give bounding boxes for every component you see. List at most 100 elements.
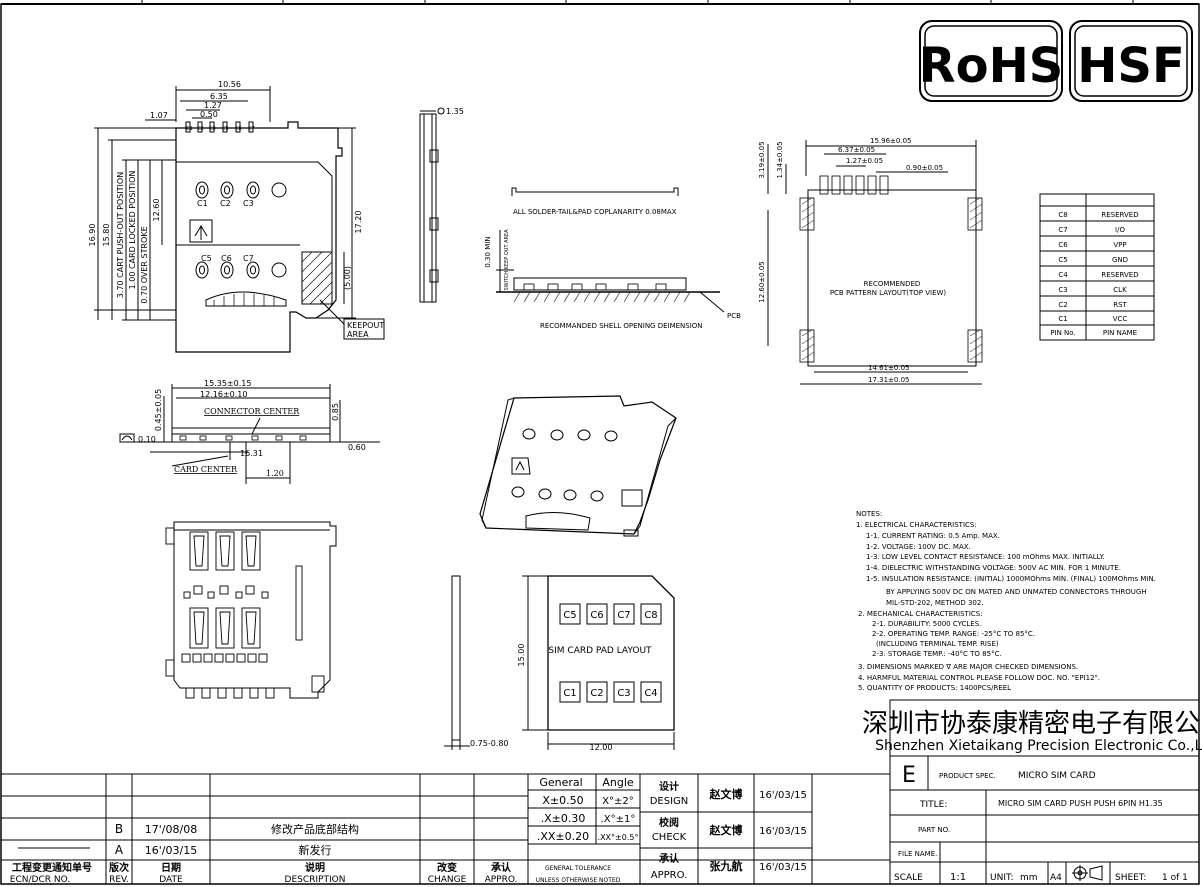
pin-row-3-no: C5 bbox=[1058, 256, 1067, 264]
sim-height-dim: 15.00 bbox=[517, 644, 526, 667]
pin-tiny-c2: C2 bbox=[197, 126, 204, 132]
scale-label: SCALE bbox=[894, 873, 923, 883]
pin-row-8-name: PIN NAME bbox=[1103, 329, 1137, 337]
note-14: 3. DIMENSIONS MARKED ∇ ARE MAJOR CHECKED… bbox=[858, 663, 1078, 671]
note-15: 4. HARMFUL MATERIAL CONTROL PLEASE FOLLO… bbox=[858, 674, 1100, 682]
hsf-logo-text: HSF bbox=[1077, 38, 1185, 94]
appr-appro-en: APPRO. bbox=[651, 870, 688, 881]
card-thickness-view bbox=[444, 575, 470, 750]
dim-10-56: 10.56 bbox=[218, 80, 241, 89]
pcb-title-1: RECOMMENDED bbox=[864, 280, 921, 288]
tol-r2-c1: .XX°±0.5° bbox=[598, 833, 639, 842]
hdr-change-cn: 改变 bbox=[437, 861, 457, 874]
pcb-dim-1-27: 1.27±0.05 bbox=[846, 157, 883, 165]
dim-6-35: 6.35 bbox=[210, 92, 228, 101]
pin-c1: C1 bbox=[197, 199, 208, 208]
title-block-text: 深圳市协泰康精密电子有限公司 Shenzhen Xietaikang Preci… bbox=[862, 709, 1202, 883]
sim-pad-c7: C7 bbox=[617, 610, 630, 621]
appr-design-name: 赵文博 bbox=[709, 787, 743, 801]
appr-design-date: 16'/03/15 bbox=[759, 790, 807, 801]
pcb-dim-1-34: 1.34±0.05 bbox=[776, 141, 784, 178]
pin-tiny-c7: C7 bbox=[248, 126, 255, 132]
note-16: 5. QUANTITY OF PRODUCTS: 1400PCS/REEL bbox=[858, 684, 1011, 692]
front-view-labels: 15.35±0.15 12.16±0.10 0.45±0.05 0.85 0.6… bbox=[138, 379, 366, 478]
product-spec: MICRO SIM CARD bbox=[1018, 771, 1096, 781]
appr-design-cn: 设计 bbox=[659, 780, 679, 793]
note-1: 1. ELECTRICAL CHARACTERISTICS: bbox=[856, 521, 977, 529]
pin-tiny-c5: C5 bbox=[222, 126, 229, 132]
pin-row-0-no: C8 bbox=[1058, 211, 1067, 219]
pin-row-2-no: C6 bbox=[1058, 241, 1068, 249]
sim-pad-c5: C5 bbox=[563, 610, 576, 621]
tol-r1-c1: .X°±1° bbox=[601, 814, 636, 825]
front-dim-0-85: 0.85 bbox=[331, 403, 340, 421]
pin-c6: C6 bbox=[221, 254, 232, 263]
rev-letter: E bbox=[902, 763, 916, 788]
hdr-date-en: DATE bbox=[159, 875, 183, 885]
keepout-label-2: AREA bbox=[347, 330, 369, 339]
tol-h1: General bbox=[539, 776, 582, 789]
note-6: 1-5. INSULATION RESISTANCE: (INITIAL) 10… bbox=[866, 575, 1156, 583]
sim-pad-title: SIM CARD PAD LAYOUT bbox=[548, 646, 652, 656]
card-center-label: CARD CENTER bbox=[174, 465, 238, 474]
hdr-change-en: CHANGE bbox=[428, 875, 467, 885]
revision-table-text: B 17'/08/08 修改产品底部结构 A 16'/03/15 新发行 工程变… bbox=[10, 822, 518, 885]
pin-table bbox=[1039, 193, 1155, 341]
sim-pad-c6: C6 bbox=[590, 610, 603, 621]
tol-h2: Angle bbox=[602, 776, 634, 789]
notes: NOTES: 1. ELECTRICAL CHARACTERISTICS: 1-… bbox=[856, 510, 1156, 692]
pin-row-8-no: PIN No. bbox=[1050, 329, 1075, 337]
appr-check-cn: 校阅 bbox=[659, 816, 679, 829]
front-dim-0-60: 0.60 bbox=[348, 443, 366, 452]
pcb-dim-6-37: 6.37±0.05 bbox=[838, 146, 875, 154]
shell-caption: RECOMMANDED SHELL OPENING DEIMENSION bbox=[540, 322, 703, 330]
sim-pad-layout bbox=[522, 575, 675, 750]
rev-a-date: 16'/03/15 bbox=[145, 844, 197, 857]
note-12: (INCLUDING TERMINAL TEMP. RISE) bbox=[876, 640, 999, 648]
pin-c2: C2 bbox=[220, 199, 231, 208]
rohs-logo-text: RoHS bbox=[919, 38, 1064, 94]
tol-r2-c0: .XX±0.20 bbox=[537, 830, 589, 843]
tolerance-table bbox=[527, 773, 813, 885]
hdr-appr-en: APPRO. bbox=[485, 875, 518, 885]
appr-design-en: DESIGN bbox=[650, 796, 689, 807]
appr-check-en: CHECK bbox=[652, 832, 687, 843]
rohs-logo: RoHS bbox=[919, 20, 1064, 102]
tol-footer-1: GENERAL TOLERANCE bbox=[545, 865, 611, 872]
rev-b-date: 17'/08/08 bbox=[145, 823, 197, 836]
hdr-ecn-en: ECN/DCR NO. bbox=[10, 875, 70, 885]
top-view-labels: 10.56 6.35 1.27 0.50 1.07 16.90 15.80 3.… bbox=[88, 80, 385, 340]
dim-0-50: 0.50 bbox=[200, 110, 218, 119]
size-value: A4 bbox=[1050, 873, 1062, 883]
pin-row-7-no: C1 bbox=[1058, 315, 1067, 323]
pin-tiny-c6: C6 bbox=[235, 126, 242, 132]
isometric-view bbox=[479, 395, 677, 537]
unit-value: mm bbox=[1020, 873, 1038, 883]
note-10: 2-1. DURABILITY: 5000 CYCLES. bbox=[872, 620, 981, 628]
note-9: 2. MECHANICAL CHARACTERISTICS: bbox=[858, 610, 983, 618]
sim-width-dim: 12.00 bbox=[590, 743, 613, 752]
pin-row-5-no: C3 bbox=[1058, 286, 1067, 294]
pin-tiny-c3: C3 bbox=[209, 126, 216, 132]
front-dim-0-10: 0.10 bbox=[138, 435, 156, 444]
front-dim-0-45: 0.45±0.05 bbox=[154, 389, 163, 431]
hdr-date-cn: 日期 bbox=[161, 861, 181, 874]
hdr-ecn-cn: 工程变更通知单号 bbox=[12, 861, 92, 874]
front-dim-1-20: 1.20 bbox=[266, 469, 284, 478]
note-8: MIL-STD-202, METHOD 302. bbox=[886, 599, 984, 607]
pin-row-7-name: VCC bbox=[1113, 315, 1128, 323]
appr-appro-name: 张九航 bbox=[710, 859, 743, 873]
pin-table-cells: C8 RESERVED C7 I/O C6 VPP C5 GND C4 RESE… bbox=[1050, 211, 1138, 337]
pcb-dim-3-19: 3.19±0.05 bbox=[758, 141, 766, 178]
note-0: NOTES: bbox=[856, 510, 882, 518]
coplanarity-note: ALL SOLDER-TAIL&PAD COPLANARITY 0.08MAX bbox=[513, 208, 677, 216]
pin-c7: C7 bbox=[243, 254, 254, 263]
shell-switch-note: SWITCH KEEP OUT AREA bbox=[504, 229, 510, 291]
pcb-layout bbox=[767, 140, 983, 385]
front-dim-12-16: 12.16±0.10 bbox=[200, 390, 247, 399]
tol-footer-2: UNLESS OTHERWISE NOTED bbox=[536, 877, 621, 884]
pin-row-1-name: I/O bbox=[1115, 226, 1125, 234]
pcb-dim-15-96: 15.96±0.05 bbox=[870, 137, 912, 145]
rev-b-desc: 修改产品底部结构 bbox=[271, 822, 359, 836]
